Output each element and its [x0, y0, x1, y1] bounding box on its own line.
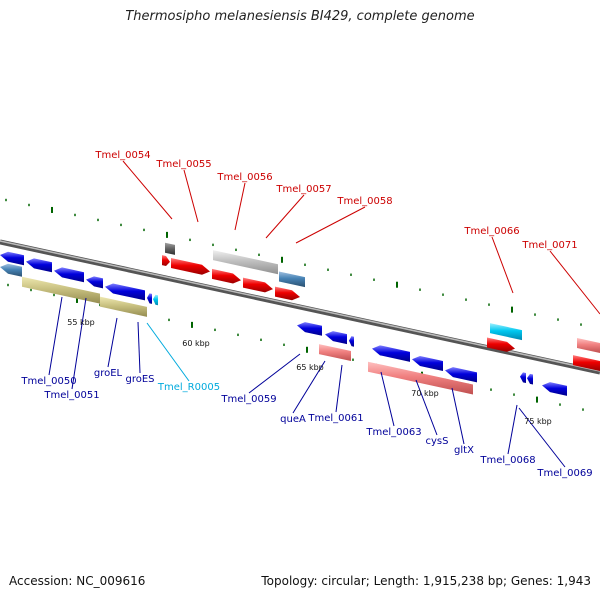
gene-tmel-0059[interactable] [297, 322, 322, 336]
leader-tmel-r0005 [146, 322, 190, 382]
topology-text: Topology: circular; Length: 1,915,238 bp… [261, 574, 591, 588]
gene-tmel-0071[interactable] [573, 355, 600, 371]
gene-grey-0056[interactable] [213, 250, 278, 275]
leader-tmel-0057 [265, 194, 305, 239]
gene-label-tmel-0051[interactable]: Tmel_0051 [43, 390, 99, 401]
gene-label-tmel-0056[interactable]: Tmel_0056 [216, 172, 272, 183]
gene-tmel-0056[interactable] [212, 268, 241, 284]
gene-label-tmel-0063[interactable]: Tmel_0063 [365, 427, 421, 438]
gene-reverse-b[interactable] [86, 276, 103, 289]
leader-tmel-0051 [71, 297, 87, 390]
gene-label-cyss[interactable]: cysS [426, 436, 449, 447]
gene-label-tmel-0054[interactable]: Tmel_0054 [94, 150, 150, 161]
genome-backbone [0, 239, 600, 375]
leader-tmel-0054 [122, 160, 173, 220]
leader-tmel-0071 [549, 250, 600, 315]
genome-backbone-highlight [0, 240, 600, 372]
gene-pseudo-pink-mid[interactable] [368, 361, 473, 395]
gene-tmel-0068-a[interactable] [520, 372, 526, 383]
gene-tmel-0055[interactable] [171, 258, 210, 275]
leader-tmel-0050 [48, 296, 63, 376]
gene-groes[interactable] [147, 293, 152, 304]
gene-label-tmel-0057[interactable]: Tmel_0057 [275, 184, 331, 195]
gene-tmel-0050[interactable] [0, 251, 24, 266]
scale-label-60kbp: 60 kbp [182, 339, 210, 348]
scale-label-55kbp: 55 kbp [67, 318, 95, 327]
tick-marks [5, 198, 584, 411]
gene-cyss[interactable] [412, 356, 443, 371]
leader-groes [137, 321, 141, 374]
gene-tmel-0069[interactable] [542, 382, 567, 396]
leader-cyss [415, 379, 438, 436]
gene-tmel-0066[interactable] [490, 323, 522, 341]
gene-reverse-a[interactable] [54, 267, 84, 283]
gene-label-groel[interactable]: groEL [94, 368, 123, 379]
gene-label-tmel-0069[interactable]: Tmel_0069 [536, 468, 592, 479]
gene-tmel-0061[interactable] [319, 344, 351, 362]
scale-label-70kbp: 70 kbp [411, 389, 439, 398]
gene-steel-0058[interactable] [279, 271, 305, 288]
leader-tmel-0055 [183, 169, 199, 223]
gene-tmel-0071-pink[interactable] [577, 338, 600, 353]
gene-gltx[interactable] [445, 367, 477, 383]
leader-tmel-0058 [295, 206, 366, 244]
gene-tmel-0051[interactable] [26, 258, 52, 273]
gene-tmel-0061-tip[interactable] [349, 336, 354, 347]
gene-label-tmel-0050[interactable]: Tmel_0050 [20, 376, 76, 387]
gene-label-tmel-0071[interactable]: Tmel_0071 [521, 240, 577, 251]
gene-label-tmel-0055[interactable]: Tmel_0055 [155, 159, 211, 170]
gene-tmel-0066-red[interactable] [487, 337, 515, 352]
leader-gltx [451, 387, 465, 445]
accession-text: Accession: NC_009616 [9, 574, 146, 588]
leader-tmel-0059 [248, 353, 301, 394]
gene-label-groes[interactable]: groES [125, 374, 154, 385]
gene-label-tmel-0068[interactable]: Tmel_0068 [479, 455, 535, 466]
gene-label-quea[interactable]: queA [280, 414, 306, 425]
leader-tmel-0068 [507, 404, 518, 455]
leader-tmel-0066 [491, 236, 514, 294]
leader-groel [107, 317, 118, 368]
gene-label-tmel-r0005[interactable]: Tmel_R0005 [157, 382, 220, 393]
gene-label-tmel-0066[interactable]: Tmel_0066 [463, 226, 519, 237]
gene-tmel-0058[interactable] [275, 286, 300, 301]
gene-features [0, 242, 600, 396]
gene-label-tmel-0059[interactable]: Tmel_0059 [220, 394, 276, 405]
scale-label-75kbp: 75 kbp [524, 417, 552, 426]
gene-quea[interactable] [325, 331, 347, 345]
leader-quea [292, 360, 326, 414]
gene-label-gltx[interactable]: gltX [454, 445, 474, 456]
gene-tmel-0054-tip[interactable] [162, 255, 170, 266]
gene-label-tmel-0058[interactable]: Tmel_0058 [336, 196, 392, 207]
scale-label-65kbp: 65 kbp [296, 363, 324, 372]
gene-tmel-r0005[interactable] [153, 294, 158, 306]
gene-pseudo-khaki-b[interactable] [100, 296, 147, 317]
label-leader-lines [48, 160, 600, 468]
gene-tmel-0063[interactable] [372, 345, 410, 362]
gene-tmel-0057[interactable] [243, 277, 273, 293]
gene-tmel-0068-b[interactable] [527, 373, 533, 385]
leader-tmel-0063 [380, 371, 395, 427]
map-title: Thermosipho melanesiensis BI429, complet… [125, 9, 475, 24]
leader-tmel-0061 [335, 364, 343, 413]
leader-tmel-0069 [518, 407, 566, 468]
gene-label-tmel-0061[interactable]: Tmel_0061 [307, 413, 363, 424]
gene-groel[interactable] [105, 283, 145, 301]
gene-steel-left[interactable] [0, 263, 22, 277]
leader-tmel-0056 [234, 182, 246, 231]
gene-pseudo-khaki-a[interactable] [22, 276, 100, 304]
gene-tmel-0054[interactable] [165, 242, 175, 255]
